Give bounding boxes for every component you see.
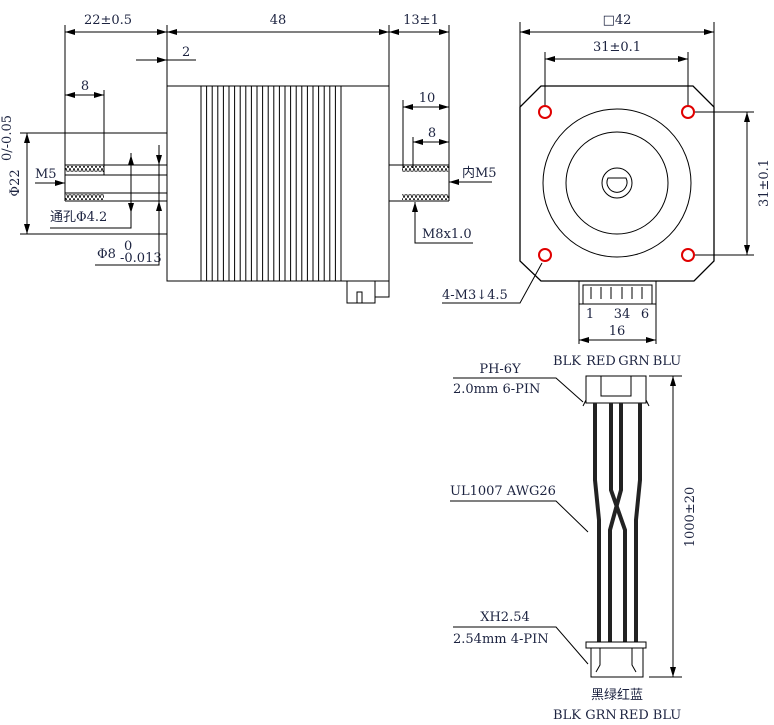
mount-hole bbox=[681, 248, 695, 262]
dim-shaft-tol-upper: 0 bbox=[124, 239, 132, 254]
dim-shaft-diameter: Φ8 bbox=[97, 247, 116, 262]
dim-hole-spacing-v: 31±0.1 bbox=[757, 159, 772, 207]
dim-thread-depth: 8 bbox=[81, 79, 89, 94]
cable-assembly: BLK RED GRN BLU PH-6Y 2.0mm 6-PIN UL1007… bbox=[450, 354, 698, 723]
bottom-wire-color: BLK bbox=[553, 708, 581, 723]
mount-hole bbox=[538, 248, 552, 262]
top-connector-spec: 2.0mm 6-PIN bbox=[453, 382, 540, 397]
dim-rear-shaft: 13±1 bbox=[403, 13, 439, 28]
motor-connector bbox=[578, 280, 657, 305]
top-wire-color: RED bbox=[586, 354, 616, 369]
top-wire-color: BLU bbox=[653, 354, 681, 369]
bottom-wire-color: RED bbox=[619, 708, 649, 723]
motor-body bbox=[166, 85, 390, 304]
dim-boss-tolerance: 0/-0.05 bbox=[0, 115, 15, 161]
bottom-connector-spec: 2.54mm 4-PIN bbox=[453, 632, 549, 647]
top-connector-model: PH-6Y bbox=[479, 362, 521, 377]
mount-hole bbox=[681, 105, 695, 119]
bottom-colors-cn: 黑绿红蓝 bbox=[591, 687, 643, 703]
label-m5: M5 bbox=[35, 167, 57, 182]
bottom-wire-color: BLU bbox=[653, 708, 681, 723]
cable-length: 1000±20 bbox=[683, 487, 698, 548]
label-mount-holes: 4-M3↓4.5 bbox=[442, 288, 508, 303]
label-through-hole: 通孔Φ4.2 bbox=[50, 210, 107, 225]
bottom-wire-color: GRN bbox=[585, 708, 617, 723]
dim-front-shaft: 22±0.5 bbox=[84, 13, 132, 28]
label-inner-m5: 内M5 bbox=[462, 165, 497, 181]
bottom-connector bbox=[585, 641, 647, 678]
pin-label-34: 34 bbox=[614, 307, 631, 322]
top-wire-color: GRN bbox=[618, 354, 650, 369]
dim-body-length: 48 bbox=[270, 13, 287, 28]
top-connector bbox=[582, 375, 650, 407]
side-view: 22±0.5 48 13±1 2 8 Φ22 0/-0.05 M5 通孔Φ4.2… bbox=[0, 13, 497, 304]
pin-label-1: 1 bbox=[586, 307, 594, 322]
front-view: □42 31±0.1 31±0.1 4-M3↓4.5 1 34 6 16 bbox=[442, 13, 772, 344]
dim-connector-width: 16 bbox=[609, 324, 626, 339]
bottom-connector-model: XH2.54 bbox=[480, 610, 530, 625]
dim-hole-spacing-h: 31±0.1 bbox=[593, 40, 641, 55]
dim-rear-8: 8 bbox=[428, 126, 436, 141]
dim-square-42: □42 bbox=[603, 13, 632, 28]
wire-spec: UL1007 AWG26 bbox=[450, 484, 556, 499]
pin-label-6: 6 bbox=[641, 307, 649, 322]
dim-boss: 2 bbox=[182, 45, 190, 60]
mount-hole bbox=[538, 105, 552, 119]
top-wire-color: BLK bbox=[553, 354, 581, 369]
dim-rear-10: 10 bbox=[419, 91, 436, 106]
dim-shaft-tol-lower: -0.013 bbox=[120, 251, 162, 266]
dim-boss-diameter: Φ22 bbox=[8, 169, 23, 196]
label-m8: M8x1.0 bbox=[422, 227, 472, 242]
